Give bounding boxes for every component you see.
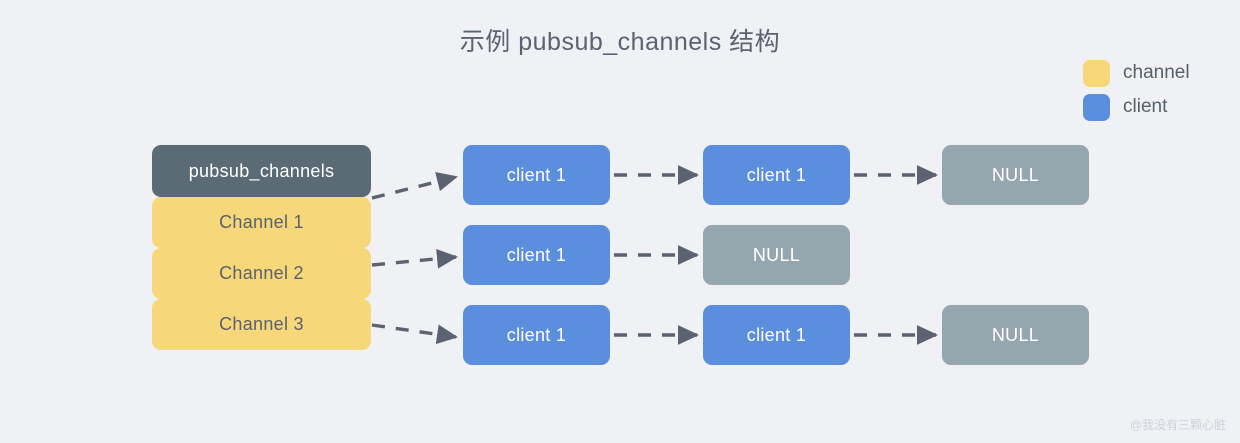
legend-label-client: client [1123,96,1168,117]
legend-item-client: client [1083,90,1190,124]
channel-swatch [1083,59,1110,87]
pubsub-channels-table: pubsub_channels Channel 1 Channel 2 Chan… [152,145,371,350]
client-swatch [1083,93,1110,121]
node-chain3-client-1: client 1 [463,305,610,365]
watermark: @我没有三颗心脏 [1129,418,1226,432]
node-chain1-client-1: client 1 [463,145,610,205]
table-row-channel-3: Channel 3 [152,299,371,350]
arrow-channel2-to-chain2 [371,248,459,269]
legend-item-channel: channel [1083,56,1190,90]
node-chain1-null: NULL [942,145,1089,205]
arrow-channel1-to-chain1 [371,172,458,200]
table-row-channel-1: Channel 1 [152,197,371,248]
node-chain3-client-2: client 1 [703,305,850,365]
table-row-channel-2: Channel 2 [152,248,371,299]
node-chain1-client-2: client 1 [703,145,850,205]
legend-label-channel: channel [1123,62,1190,83]
node-chain2-client-1: client 1 [463,225,610,285]
arrow-channel3-to-chain3 [371,323,459,345]
node-chain3-null: NULL [942,305,1089,365]
node-chain2-null: NULL [703,225,850,285]
legend: channel client [1083,56,1190,124]
page-title: 示例 pubsub_channels 结构 [459,28,781,56]
table-header-pubsub-channels: pubsub_channels [152,145,371,197]
